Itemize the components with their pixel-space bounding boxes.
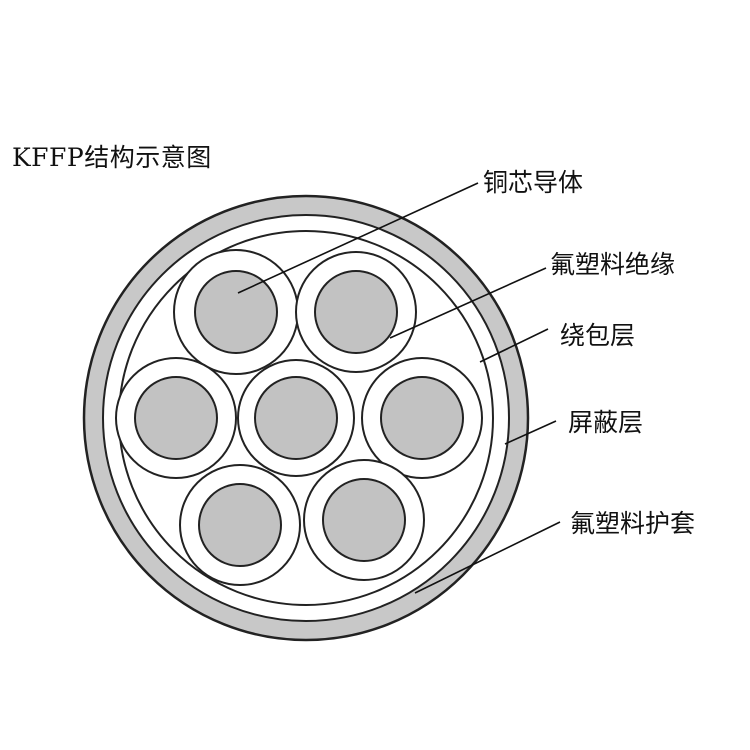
core-top-left <box>173 249 299 375</box>
leader-line-sheath <box>414 521 561 594</box>
leader-line-shield <box>504 420 557 445</box>
core-bottom-right <box>303 459 425 581</box>
label-sheath: 氟塑料护套 <box>570 509 696 538</box>
diagram-title: KFFP结构示意图 <box>12 143 212 172</box>
core-group <box>115 249 483 586</box>
label-conductor: 铜芯导体 <box>483 168 584 197</box>
core-middle-left <box>115 357 237 479</box>
leader-line-conductor <box>237 182 479 294</box>
label-insulation: 氟塑料绝缘 <box>550 250 676 279</box>
core-bottom-left <box>179 464 301 586</box>
core-center <box>237 359 355 477</box>
label-shield-layer: 屏蔽层 <box>568 408 644 437</box>
label-wrap-layer: 绕包层 <box>560 321 636 350</box>
core-top-right <box>295 251 417 373</box>
core-middle-right <box>361 357 483 479</box>
leader-line-wrap <box>479 328 549 363</box>
leader-line-insulation <box>389 267 547 339</box>
